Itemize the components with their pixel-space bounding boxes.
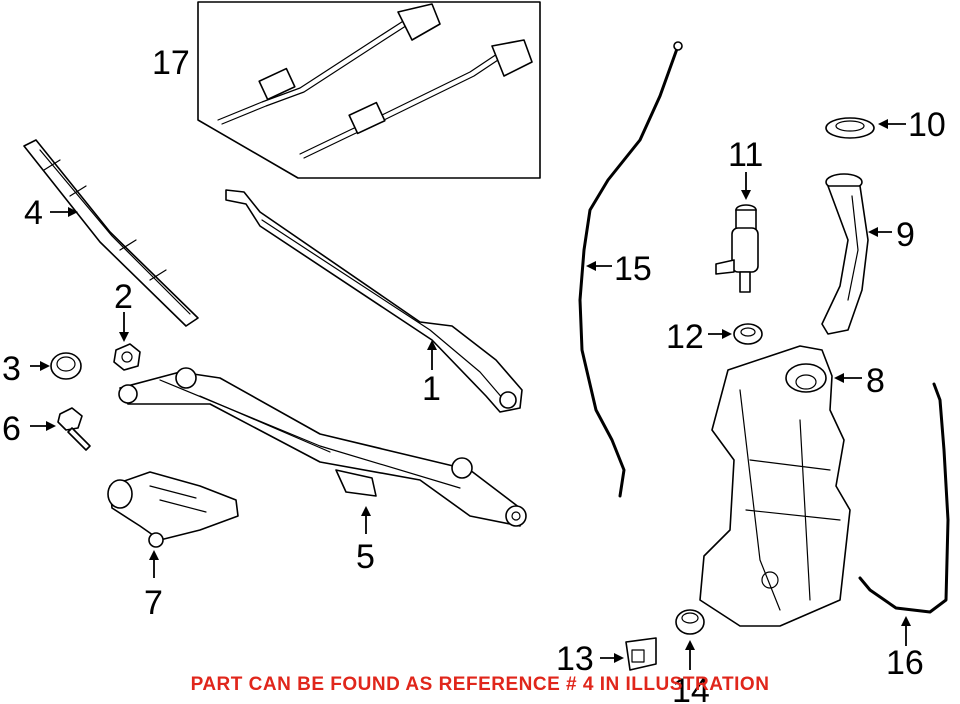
callout-15: 15 [614,250,652,288]
part-11-washer-pump [715,204,759,293]
callout-17: 17 [152,44,190,82]
reference-note: PART CAN BE FOUND AS REFERENCE # 4 IN IL… [190,674,770,695]
callout-5: 5 [356,538,375,576]
callout-3: 3 [2,350,21,388]
part-7-motor [107,471,239,548]
part-15-washer-hose [578,41,683,498]
part-8-reservoir [699,345,851,627]
part-6-bolt [57,407,91,451]
leader-lines [30,119,911,670]
part-13-level-sensor [625,637,657,671]
callout-8: 8 [866,362,885,400]
part-16-hose [858,382,950,614]
callout-9: 9 [896,216,915,254]
part-14-plug [675,609,705,635]
callout-12: 12 [666,318,704,356]
callout-2: 2 [114,278,133,316]
part-1-wiper-arm [225,189,523,413]
part-5-linkage [118,367,527,527]
callout-10: 10 [908,106,946,144]
part-9-filler-neck [821,173,869,335]
callout-13: 13 [556,640,594,678]
callout-1: 1 [422,370,441,408]
callout-6: 6 [2,410,21,448]
part-17-hose-kit [197,1,541,179]
callout-11: 11 [728,136,763,174]
callout-4: 4 [24,194,43,232]
part-3-cap [50,352,82,380]
part-12-grommet [733,323,763,345]
callout-14: 14 [672,672,710,704]
callout-7: 7 [144,584,163,622]
callout-16: 16 [886,644,924,682]
part-2-nut [113,343,141,371]
part-10-filler-cap [825,117,875,139]
part-4-wiper-blade [23,139,199,327]
callout-labels: 17 1 2 3 4 5 6 7 8 9 10 11 12 13 14 15 1… [2,44,946,704]
